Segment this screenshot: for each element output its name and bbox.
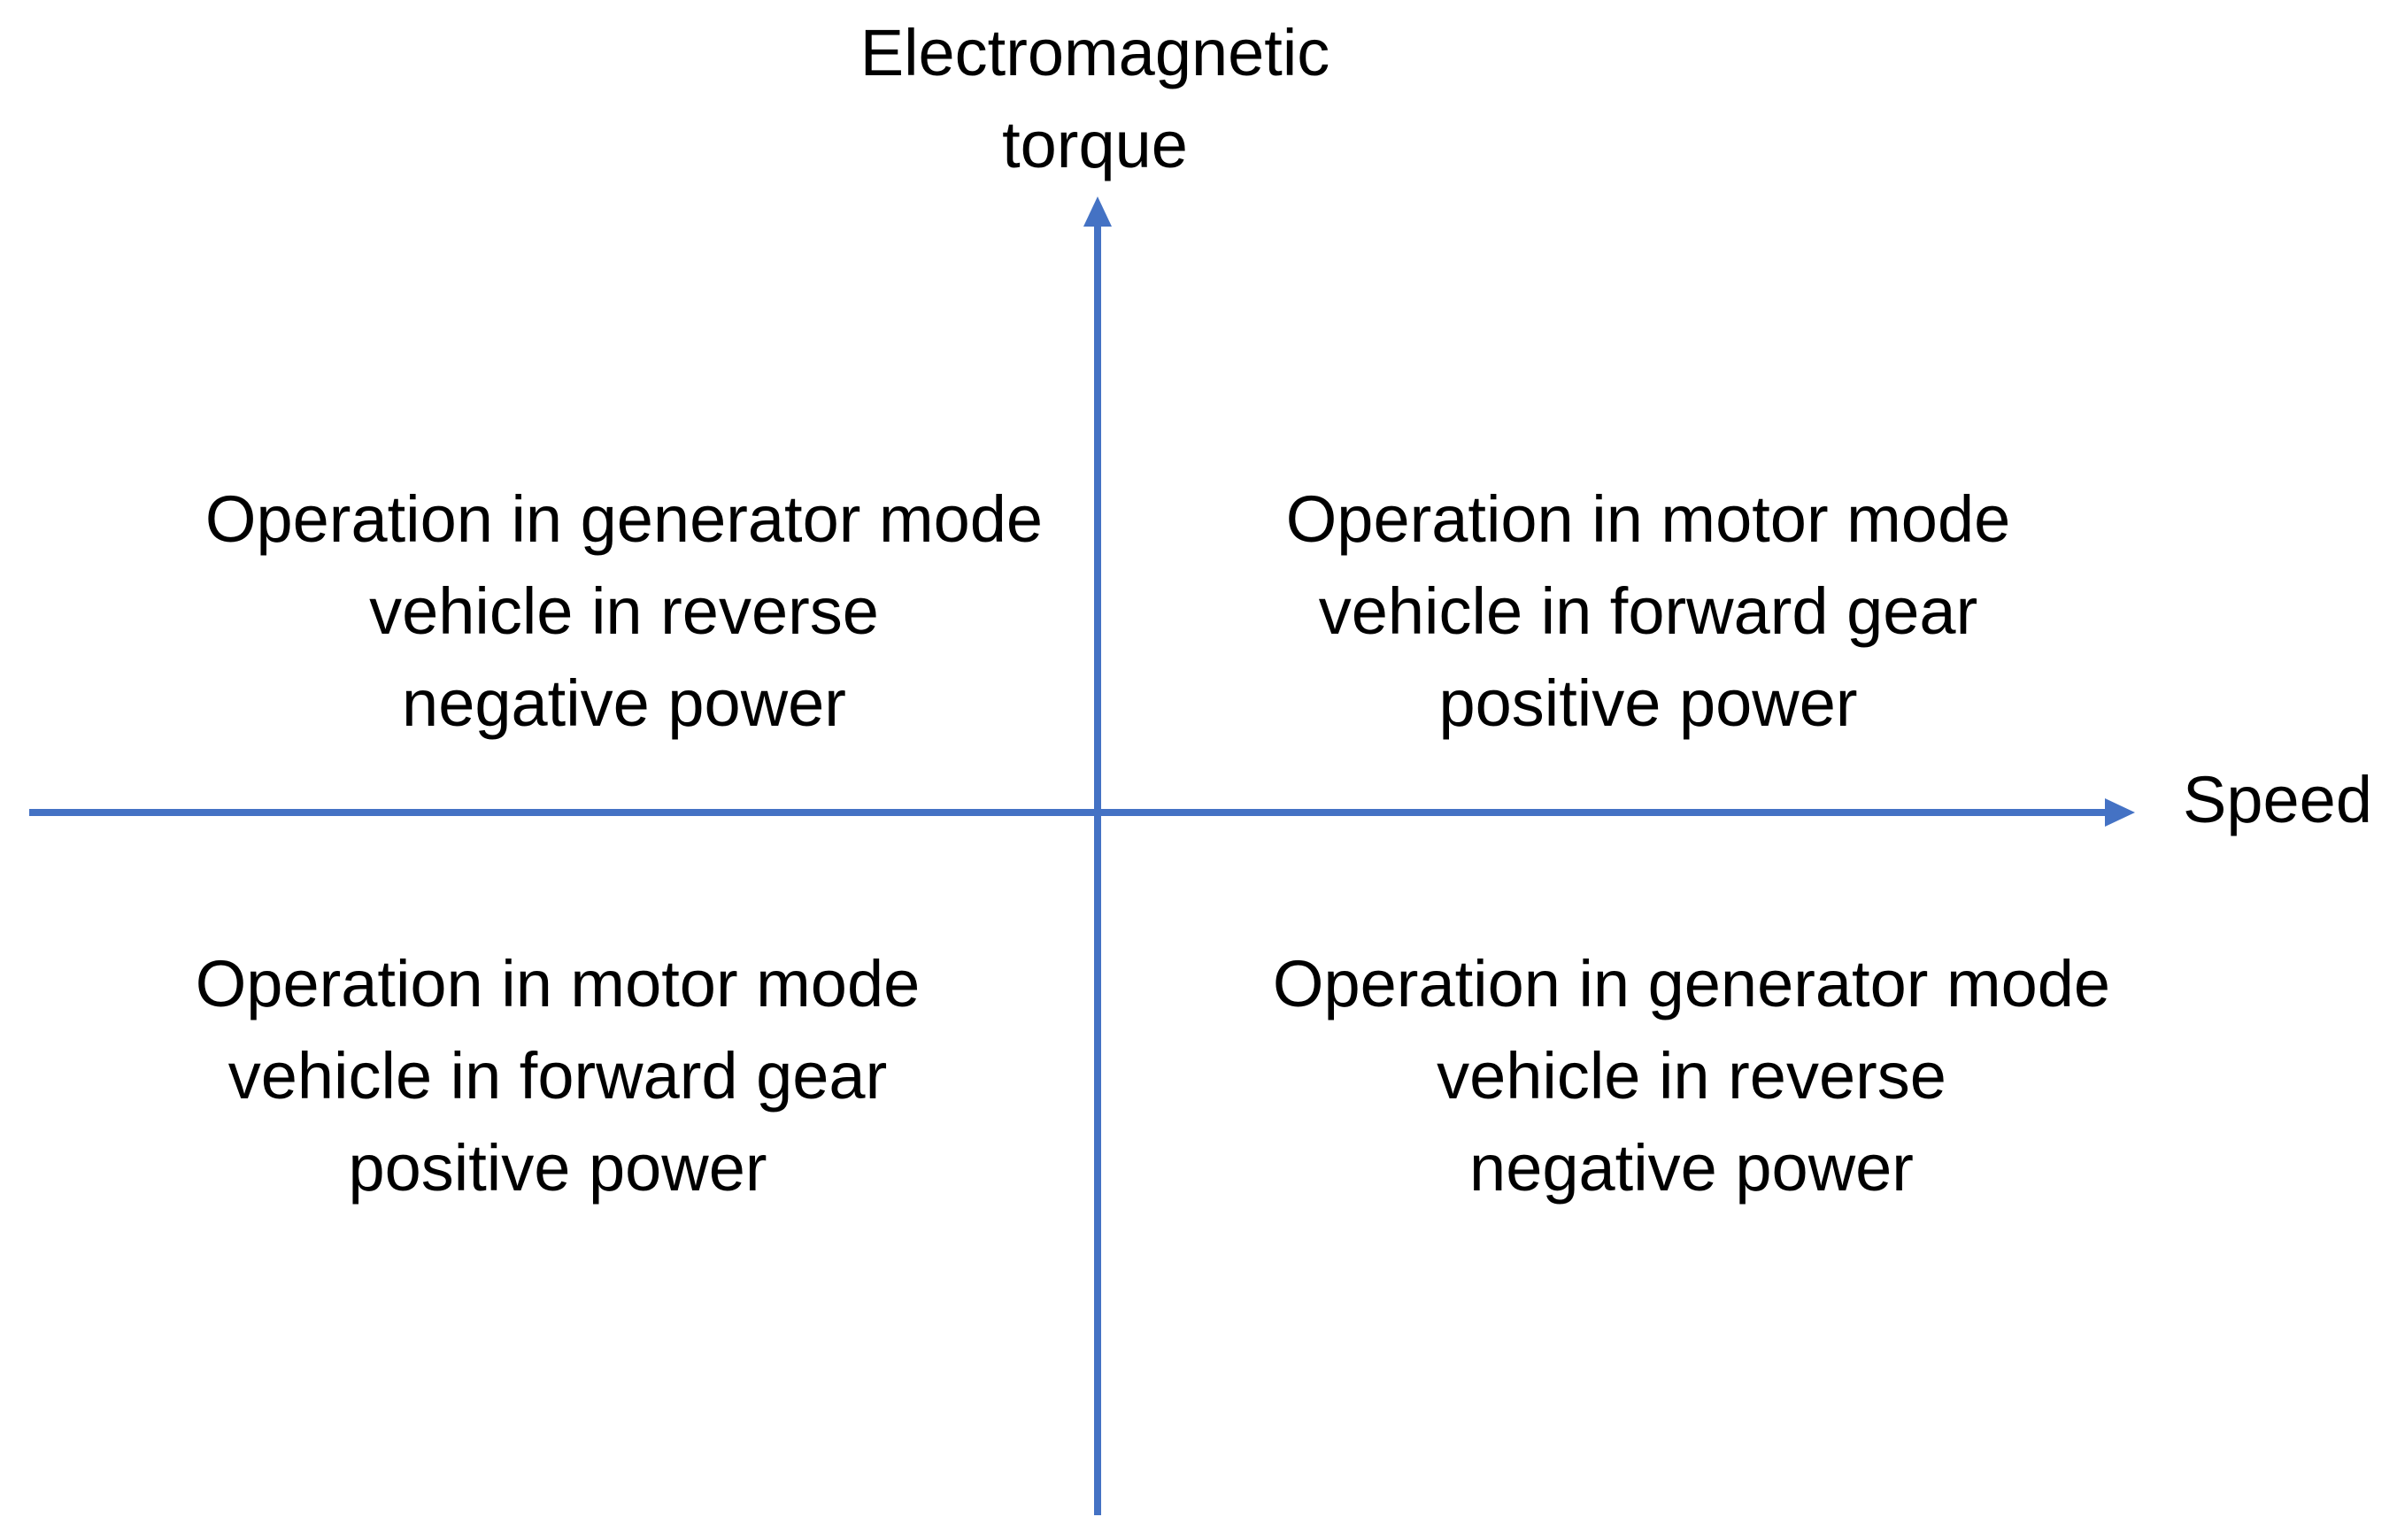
- quadrant-bottom-right-line-2: vehicle in reverse: [1437, 1039, 1946, 1113]
- quadrant-top-left-line-1: Operation in generator mode: [204, 482, 1044, 556]
- quadrant-top-left-label: Operation in generator mode vehicle in r…: [205, 474, 1043, 750]
- quadrant-top-right-line-3: positive power: [1438, 666, 1858, 740]
- quadrant-bottom-left-label: Operation in motor mode vehicle in forwa…: [196, 938, 921, 1214]
- y-axis-line: [1094, 217, 1101, 1515]
- y-axis-label-line-1: Electromagnetic: [859, 16, 1330, 89]
- quadrant-top-left-line-3: negative power: [402, 666, 846, 740]
- x-axis-label: Speed: [2183, 763, 2372, 836]
- quadrant-top-left-line-2: vehicle in reverse: [369, 574, 879, 648]
- x-axis-line: [29, 809, 2108, 816]
- x-axis-arrowhead-icon: [2105, 798, 2135, 827]
- quadrant-bottom-right-line-1: Operation in generator mode: [1272, 947, 2111, 1020]
- y-axis-arrowhead-icon: [1083, 196, 1112, 227]
- quadrant-top-right-line-2: vehicle in forward gear: [1318, 574, 1978, 648]
- quadrant-bottom-left-line-2: vehicle in forward gear: [227, 1039, 888, 1113]
- y-axis-label: Electromagnetic torque: [860, 7, 1330, 191]
- quadrant-bottom-right-line-3: negative power: [1469, 1131, 1914, 1205]
- y-axis-label-line-2: torque: [1002, 108, 1188, 181]
- quadrant-bottom-left-line-1: Operation in motor mode: [195, 947, 921, 1020]
- quadrant-bottom-right-label: Operation in generator mode vehicle in r…: [1273, 938, 2110, 1214]
- quadrant-bottom-left-line-3: positive power: [348, 1131, 767, 1205]
- quadrant-top-right-line-1: Operation in motor mode: [1285, 482, 2011, 556]
- quadrant-top-right-label: Operation in motor mode vehicle in forwa…: [1286, 474, 2011, 750]
